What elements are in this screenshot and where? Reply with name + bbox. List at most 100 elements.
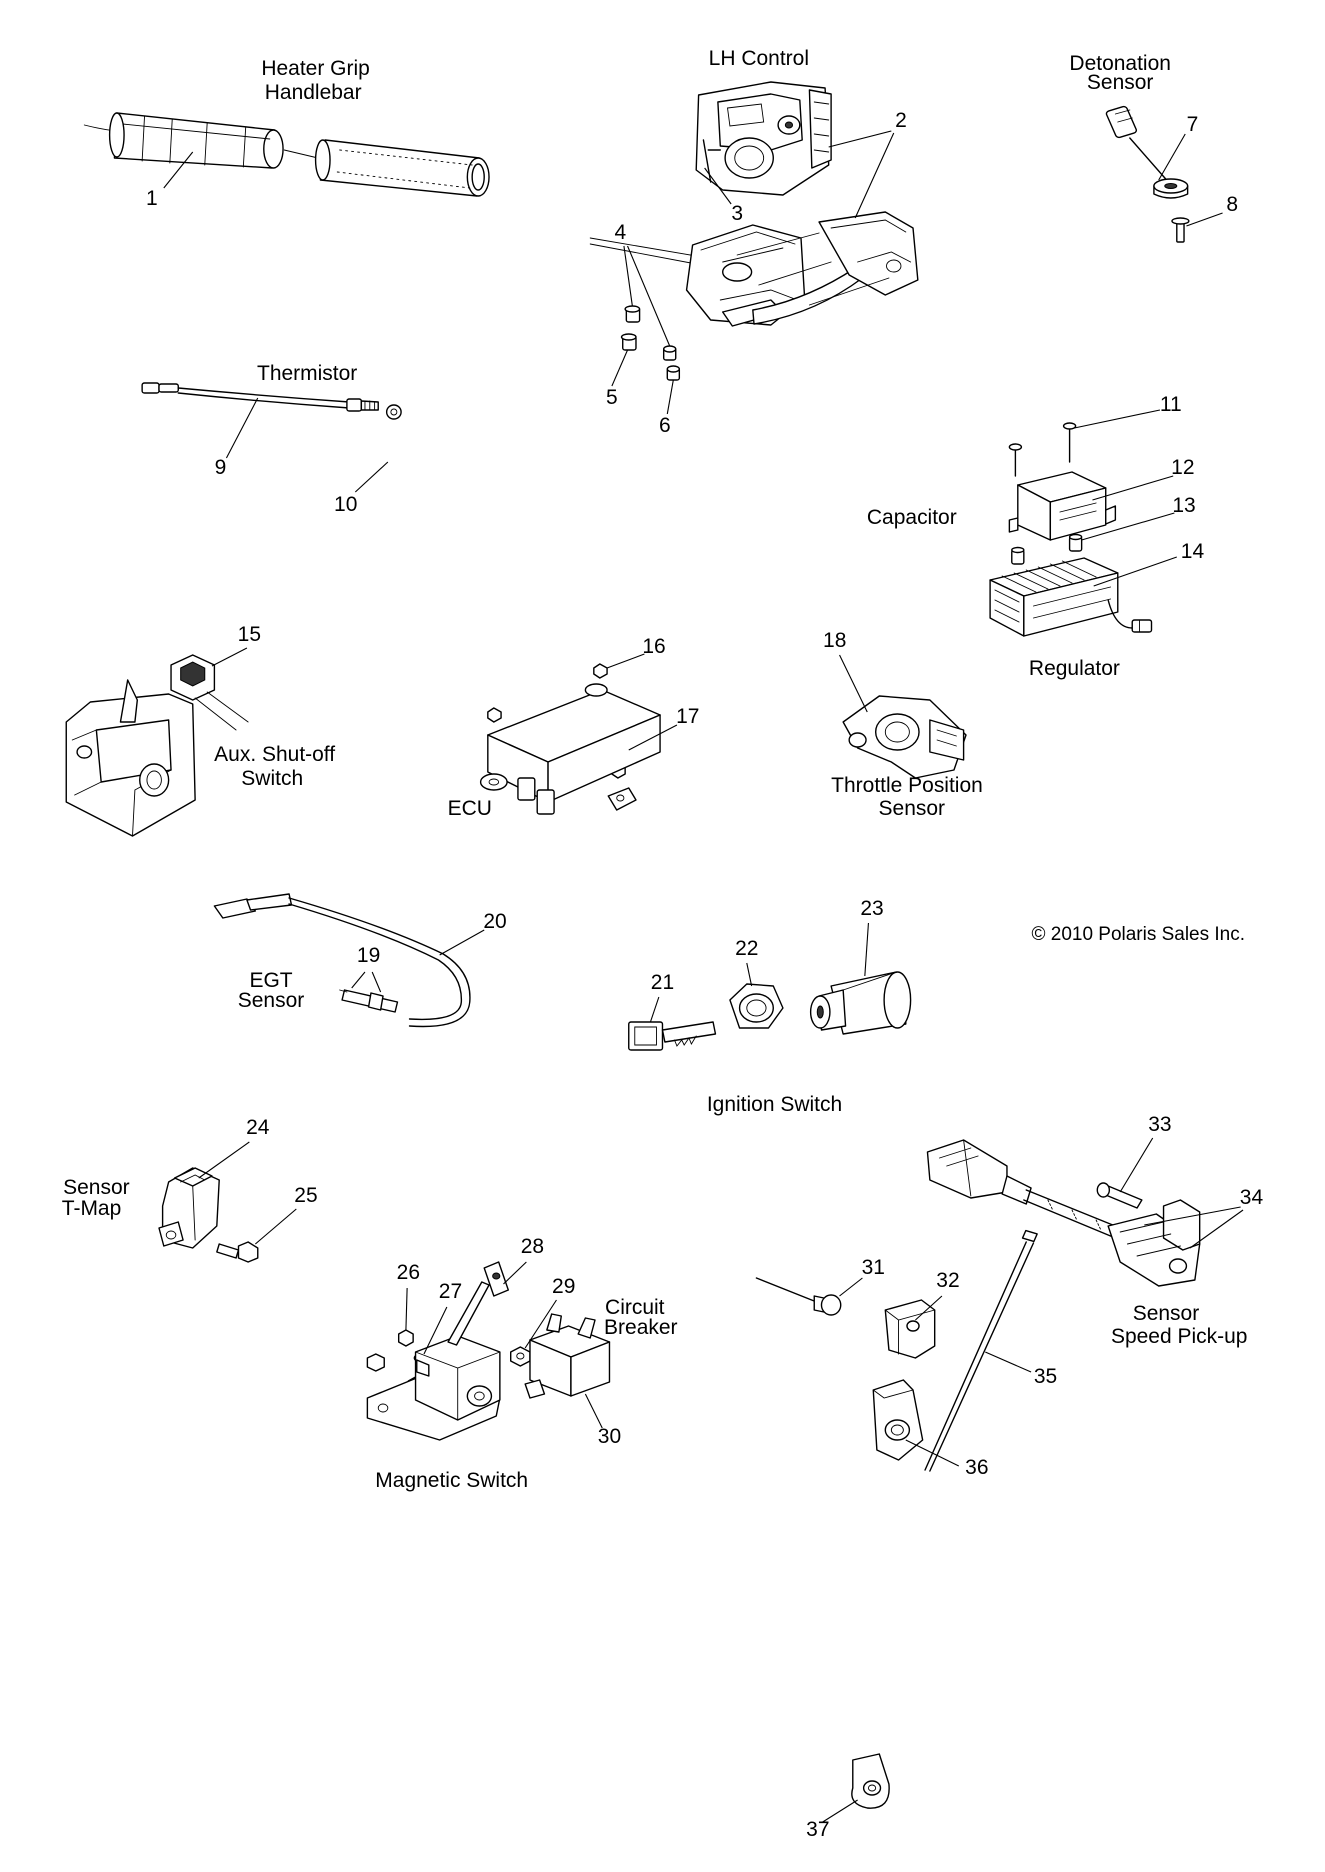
handlebar-grip-tube — [316, 140, 489, 196]
callout-3: 3 — [731, 202, 743, 225]
magnetic-switch — [367, 1262, 508, 1440]
tps-label-line2: Sensor — [879, 797, 945, 820]
regulator-label: Regulator — [1029, 657, 1120, 680]
regulator — [990, 558, 1151, 636]
screw-6 — [667, 366, 679, 380]
leader-line-10 — [355, 462, 388, 492]
sensor-tmap — [159, 1168, 219, 1248]
ecu — [481, 684, 660, 814]
leader-line-4a — [624, 246, 632, 306]
sensor-tmap-label-line1: Sensor — [63, 1176, 129, 1199]
callout-24: 24 — [246, 1116, 270, 1139]
callout-12: 12 — [1171, 456, 1194, 479]
copyright-notice: © 2010 Polaris Sales Inc. — [1032, 924, 1245, 945]
heater-grip-label-line2: Handlebar — [265, 81, 362, 104]
callout-33: 33 — [1148, 1113, 1171, 1136]
leader-line-14 — [1094, 557, 1177, 586]
aux-shutoff-switch — [66, 655, 248, 836]
callout-22: 22 — [735, 937, 758, 960]
callout-16: 16 — [642, 635, 665, 658]
speed-sensor-harness — [1024, 1190, 1120, 1238]
callout-9: 9 — [215, 456, 227, 479]
leader-line-24 — [199, 1142, 250, 1178]
circuit-breaker-label-line1: Circuit — [605, 1296, 665, 1319]
circuit-breaker-label-line2: Breaker — [604, 1316, 677, 1339]
capacitor-label: Capacitor — [867, 506, 957, 529]
detonation-sensor-label-line2: Sensor — [1087, 71, 1153, 94]
egt-sensor — [214, 894, 470, 1027]
leader-line-18 — [840, 655, 868, 712]
callout-36: 36 — [965, 1456, 988, 1479]
clip-32 — [885, 1300, 934, 1358]
callout-13: 13 — [1172, 494, 1195, 517]
callout-2: 2 — [895, 109, 907, 132]
leader-line-28 — [503, 1262, 526, 1284]
callout-4: 4 — [614, 221, 626, 244]
cable-tie-35 — [925, 1231, 1037, 1471]
ecu-label: ECU — [448, 797, 492, 820]
leader-line-31 — [840, 1278, 863, 1296]
leader-line-1 — [164, 152, 193, 188]
leader-line-11 — [1074, 410, 1160, 428]
leader-line-30 — [585, 1394, 602, 1428]
callout-numbers: 1 2 3 4 5 6 7 8 9 10 11 12 13 14 15 16 1… — [146, 109, 1264, 1841]
callout-25: 25 — [294, 1184, 317, 1207]
callout-7: 7 — [1187, 113, 1199, 136]
leader-line-17 — [629, 725, 677, 750]
screw-4b — [664, 346, 676, 360]
clip-36 — [873, 1380, 922, 1460]
lh-control-assembly-lower — [590, 212, 918, 326]
spacer-13b — [1070, 535, 1082, 552]
tps-label-line1: Throttle Position — [831, 774, 983, 797]
leader-line-26 — [406, 1288, 407, 1330]
ignition-key — [629, 1022, 716, 1050]
callout-5: 5 — [606, 386, 618, 409]
lh-control-label: LH Control — [709, 47, 809, 70]
callout-18: 18 — [823, 629, 846, 652]
leader-lines — [164, 131, 1243, 1822]
leader-line-34b — [1190, 1210, 1243, 1248]
leader-line-20 — [440, 930, 485, 955]
thermistor-washer — [387, 405, 401, 419]
screw-5 — [622, 334, 636, 350]
callout-29: 29 — [552, 1275, 575, 1298]
callout-31: 31 — [862, 1256, 885, 1279]
screw-11a — [1009, 444, 1021, 476]
leader-line-2b — [855, 133, 894, 218]
screw-11b — [1064, 423, 1076, 462]
callout-23: 23 — [860, 897, 883, 920]
magnetic-switch-nut-a — [399, 1330, 413, 1346]
callout-17: 17 — [676, 705, 699, 728]
leader-line-13 — [1082, 513, 1175, 540]
thermistor — [142, 383, 378, 411]
leader-line-15 — [212, 648, 247, 666]
callout-34: 34 — [1240, 1186, 1264, 1209]
throttle-position-sensor — [843, 696, 966, 778]
leader-line-29 — [525, 1300, 556, 1348]
speed-sensor-connector — [927, 1140, 1031, 1204]
leader-line-5 — [612, 350, 628, 386]
spacer-13a — [1012, 548, 1024, 565]
detonation-sensor — [1105, 106, 1187, 198]
leader-line-7 — [1159, 134, 1185, 180]
leader-line-4b — [628, 246, 670, 346]
ignition-switch-label: Ignition Switch — [707, 1093, 842, 1116]
speed-sensor-bolt — [1097, 1183, 1142, 1208]
leader-line-37 — [823, 1800, 858, 1822]
callout-35: 35 — [1034, 1365, 1057, 1388]
ecu-nut-b — [594, 664, 607, 678]
callout-11: 11 — [1160, 393, 1182, 416]
lh-control-housing-upper — [696, 82, 831, 195]
circuit-breaker — [525, 1314, 609, 1398]
push-pin-31 — [756, 1278, 840, 1315]
leader-line-21 — [650, 997, 658, 1022]
leader-line-22 — [747, 963, 752, 986]
egt-sensor-label-line2: Sensor — [238, 989, 304, 1012]
thermistor-label: Thermistor — [257, 362, 357, 385]
leader-line-9 — [226, 398, 257, 458]
callout-21: 21 — [651, 971, 674, 994]
heater-grip-label-line1: Heater Grip — [261, 57, 369, 80]
leader-line-19b — [372, 972, 380, 992]
leader-line-12 — [1092, 476, 1173, 500]
